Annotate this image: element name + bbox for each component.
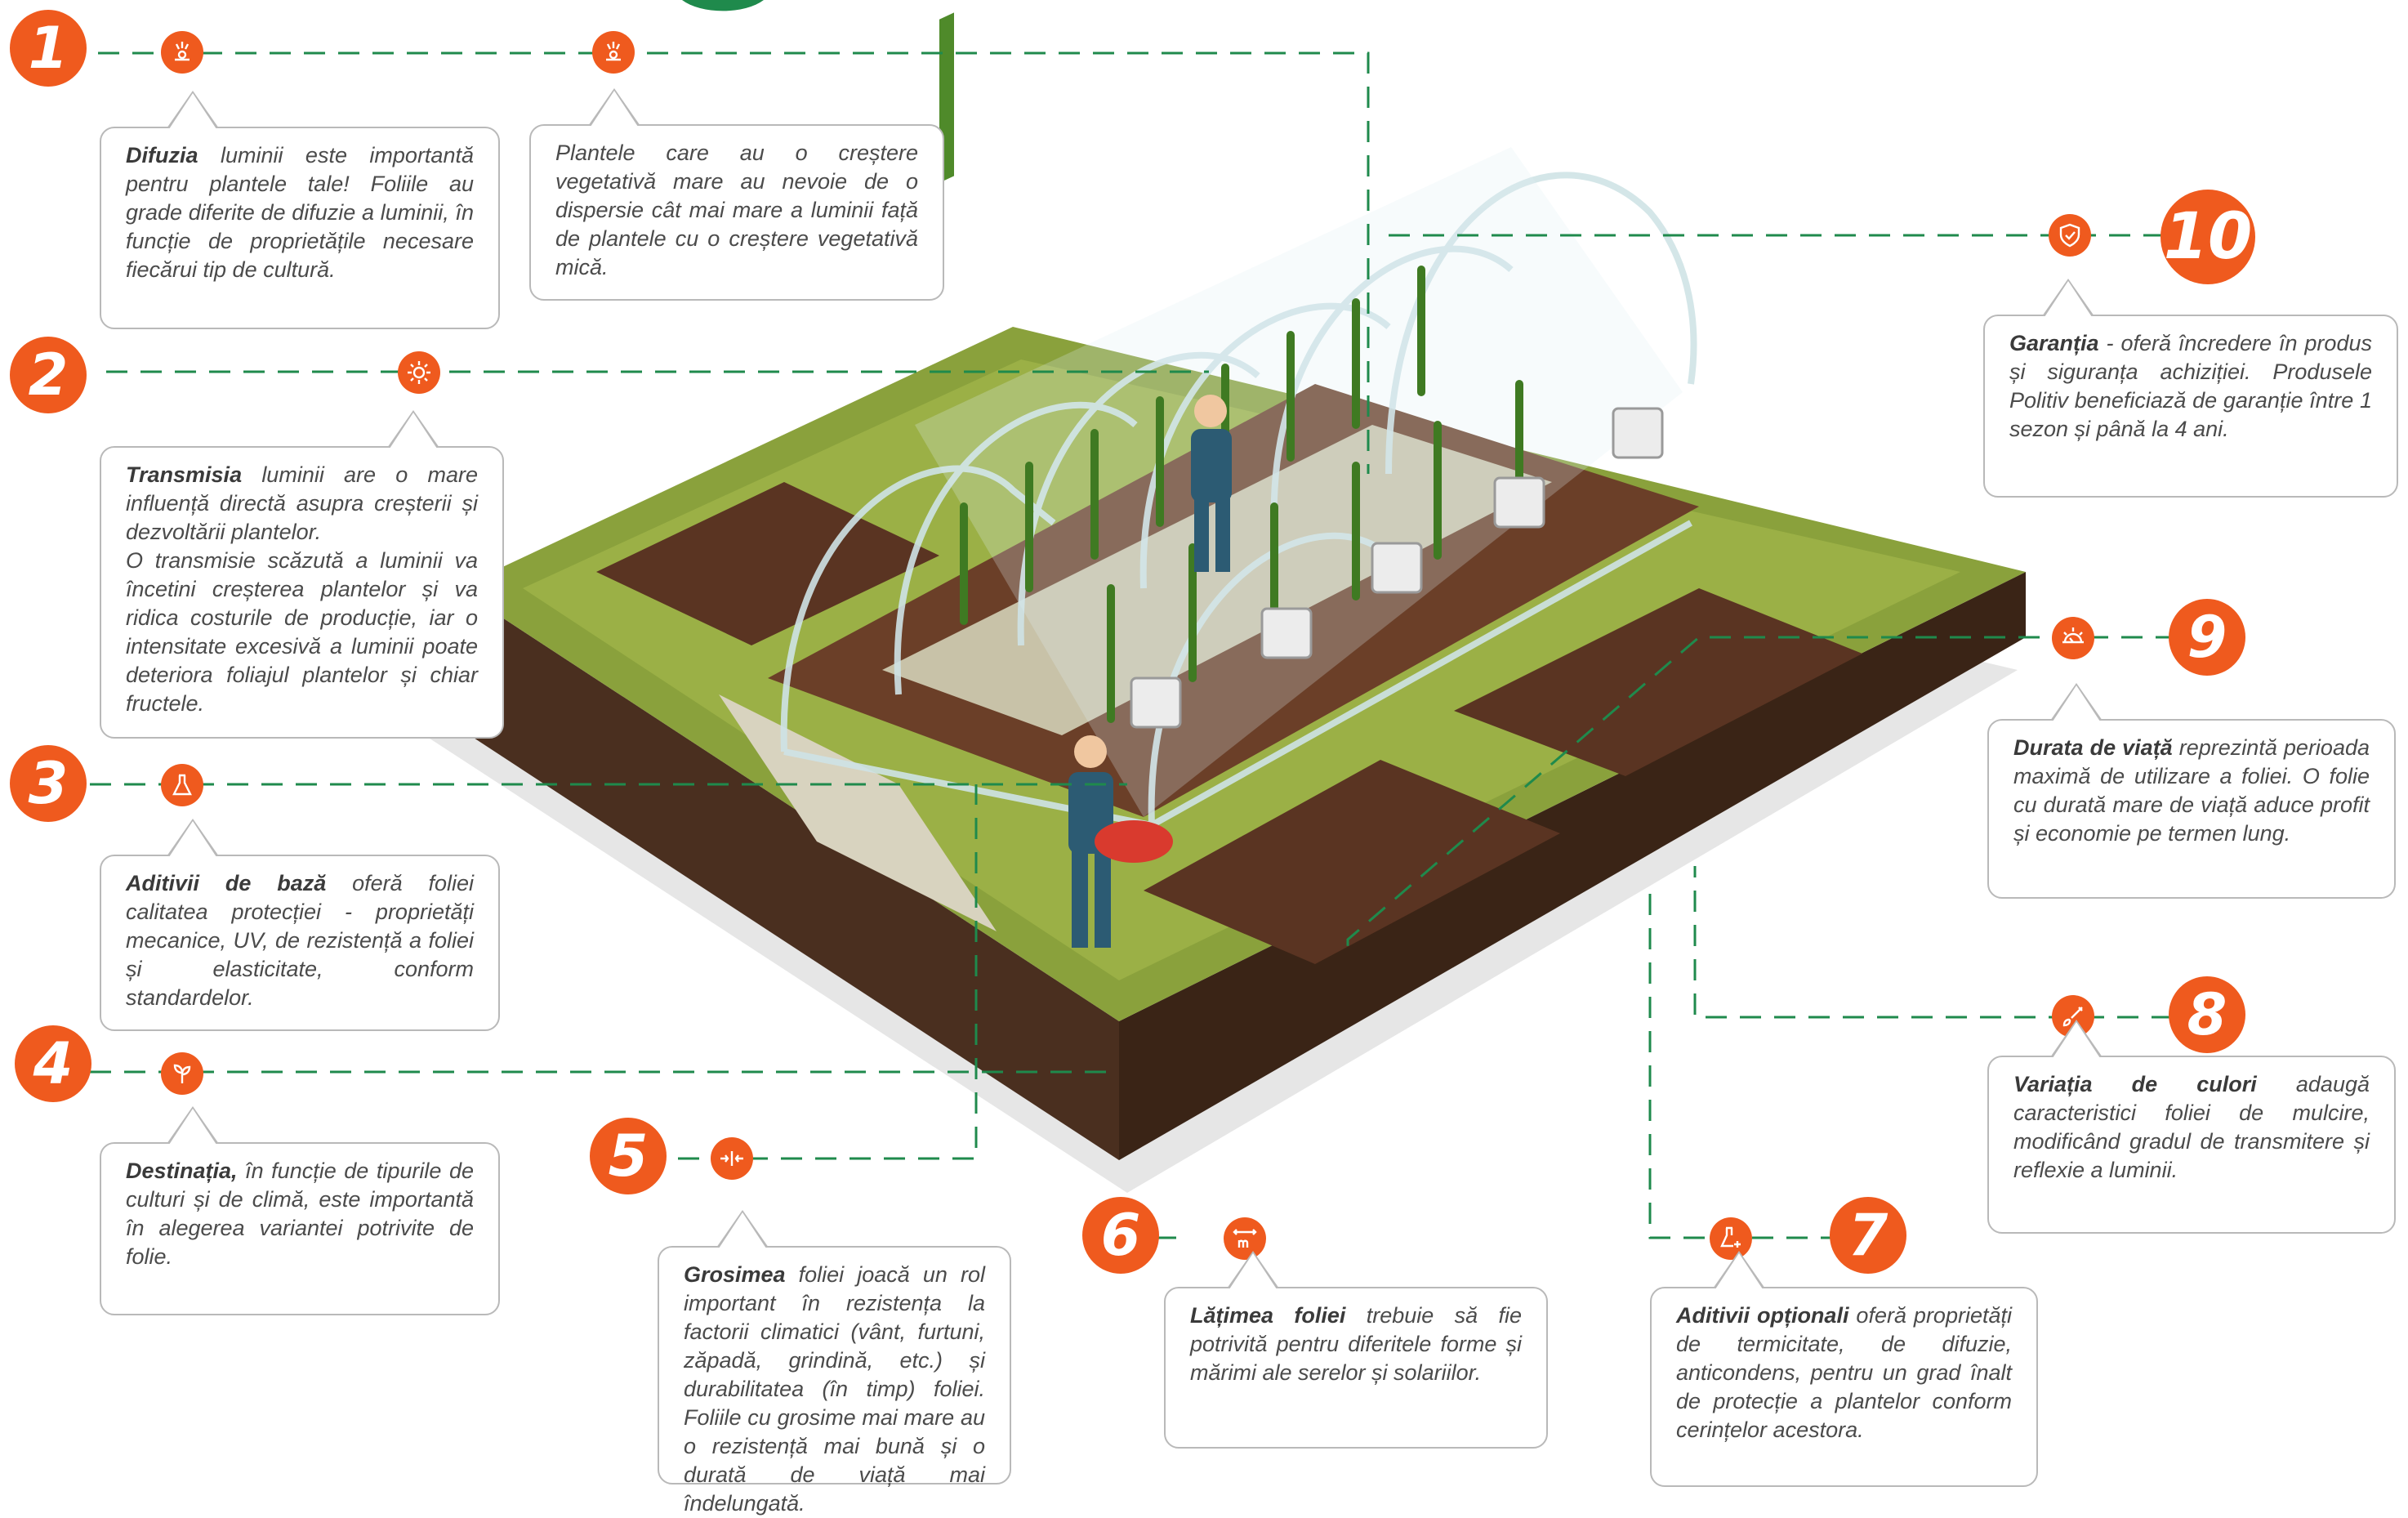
- callout-title: Aditivii opționali: [1676, 1303, 1849, 1328]
- callout-latimea: Lățimea foliei trebuie să fie potrivită …: [1164, 1287, 1548, 1449]
- plant-icon: [161, 1052, 203, 1095]
- callout-text: trebuie să fie potrivită pentru diferite…: [1190, 1303, 1522, 1385]
- thickness-arrows-icon: [711, 1137, 753, 1180]
- callout-aditivi-baza: Aditivii de bază oferă foliei calitatea …: [100, 855, 500, 1031]
- callout-title: Lățimea foliei: [1190, 1303, 1346, 1328]
- number-badge-7: 7: [1830, 1197, 1906, 1274]
- callout-title: Transmisia: [126, 462, 243, 487]
- callout-dispersie: Plantele care au o creștere vegetativă m…: [529, 124, 944, 301]
- number-badge-3: 3: [10, 745, 87, 822]
- callout-difuzia: Difuzia luminii este importantă pentru p…: [100, 127, 500, 329]
- light-diffusion-icon: [592, 31, 635, 74]
- callout-text: în funcție de tipurile de culturi și de …: [126, 1159, 474, 1269]
- callout-title: Grosimea: [684, 1262, 786, 1287]
- shield-check-icon: [2049, 214, 2091, 257]
- callout-title: Destinația,: [126, 1159, 238, 1183]
- callout-text: luminii este importantă pentru plantele …: [126, 143, 474, 282]
- callout-garantia: Garanția - oferă încredere în produs și …: [1983, 315, 2398, 498]
- callout-text: oferă foliei calitatea protecției - prop…: [126, 871, 474, 1010]
- callout-culori: Variația de culori adaugă caracteristici…: [1987, 1056, 2396, 1234]
- callout-text: oferă proprietăți de termicitate, de dif…: [1676, 1303, 2012, 1442]
- callout-durata: Durata de viață reprezintă perioada maxi…: [1987, 719, 2396, 899]
- number-badge-4: 4: [15, 1025, 91, 1102]
- callout-transmisia: Transmisia luminii are o mare influență …: [100, 446, 504, 739]
- light-diffusion-icon: [161, 31, 203, 74]
- sun-clock-icon: [2052, 617, 2094, 659]
- number-badge-1: 1: [10, 10, 87, 87]
- sun-icon: [398, 351, 440, 394]
- callout-text: - oferă încredere în produs și siguranța…: [2009, 331, 2372, 441]
- flask-plus-icon: [1710, 1217, 1752, 1260]
- callout-text: Plantele care au o creștere vegetativă m…: [555, 141, 918, 279]
- number-badge-9: 9: [2169, 599, 2245, 676]
- callout-text-2: O transmisie scăzută a luminii va înceti…: [126, 548, 478, 716]
- callout-grosimea: Grosimea foliei joacă un rol important î…: [658, 1246, 1011, 1516]
- number-badge-8: 8: [2169, 976, 2245, 1053]
- callout-title: Difuzia: [126, 143, 198, 167]
- callout-text: reprezintă perioada maximă de utilizare …: [2013, 735, 2370, 846]
- callout-text: luminii are o mare influență directă asu…: [126, 462, 478, 544]
- width-meter-icon: [1224, 1217, 1266, 1260]
- callout-title: Variația de culori: [2013, 1072, 2257, 1096]
- flask-icon: [161, 764, 203, 806]
- callout-title: Garanția: [2009, 331, 2099, 355]
- callout-destinatia: Destinația, în funcție de tipurile de cu…: [100, 1142, 500, 1315]
- number-badge-2: 2: [10, 337, 87, 413]
- number-badge-10: 10: [2161, 190, 2255, 284]
- callout-aditivi-optionali: Aditivii opționali oferă proprietăți de …: [1650, 1287, 2038, 1487]
- callout-text: adaugă caracteristici foliei de mulcire,…: [2013, 1072, 2370, 1182]
- number-badge-6: 6: [1082, 1197, 1159, 1274]
- callout-text: foliei joacă un rol important în reziste…: [684, 1262, 985, 1516]
- callout-title: Durata de viață: [2013, 735, 2173, 760]
- callout-title: Aditivii de bază: [126, 871, 327, 895]
- number-badge-5: 5: [590, 1118, 667, 1194]
